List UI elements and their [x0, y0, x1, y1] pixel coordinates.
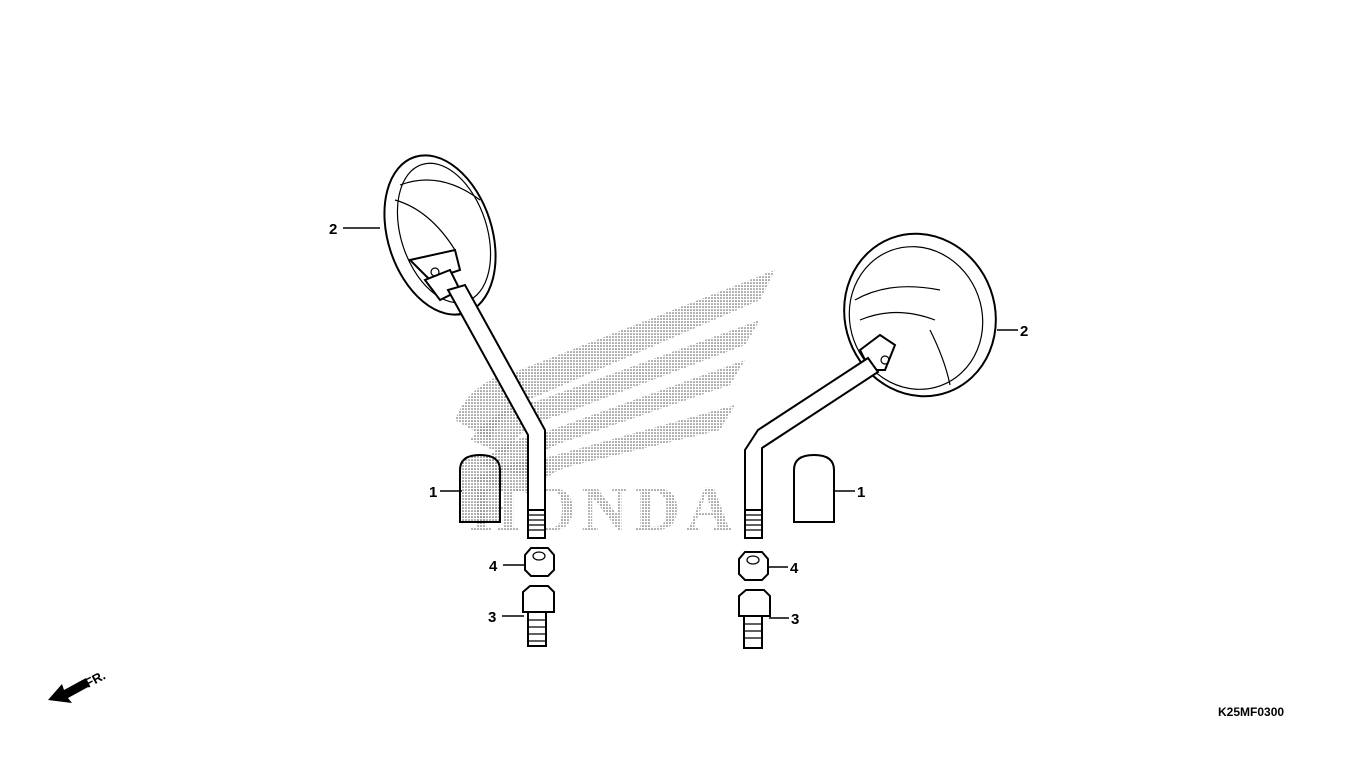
right-mirror [843, 232, 997, 398]
leader-lines [343, 227, 1018, 619]
left-nut [524, 547, 555, 577]
left-adapter [522, 585, 555, 647]
callout-right-mirror: 2 [1020, 323, 1028, 340]
left-mirror [383, 154, 497, 316]
diagram-code: K25MF0300 [1218, 705, 1284, 719]
callout-right-nut: 4 [790, 560, 799, 577]
right-adapter [738, 589, 771, 649]
left-stem-thread [527, 509, 546, 539]
callout-right-cover: 1 [857, 484, 865, 501]
logo-text: HONDA [470, 473, 738, 544]
callout-left-cover: 1 [429, 484, 437, 501]
right-nut [738, 551, 769, 581]
callout-right-adapter: 3 [791, 611, 799, 628]
honda-wing-logo: HONDA [455, 270, 775, 544]
right-stem-thread [744, 509, 763, 539]
direction-arrow-icon [48, 678, 90, 703]
callout-left-adapter: 3 [488, 609, 496, 626]
callout-left-mirror: 2 [329, 221, 337, 238]
left-cover [459, 453, 501, 523]
direction-indicator: FR. [48, 668, 108, 703]
right-cover [793, 453, 835, 523]
callout-left-nut: 4 [489, 558, 498, 575]
